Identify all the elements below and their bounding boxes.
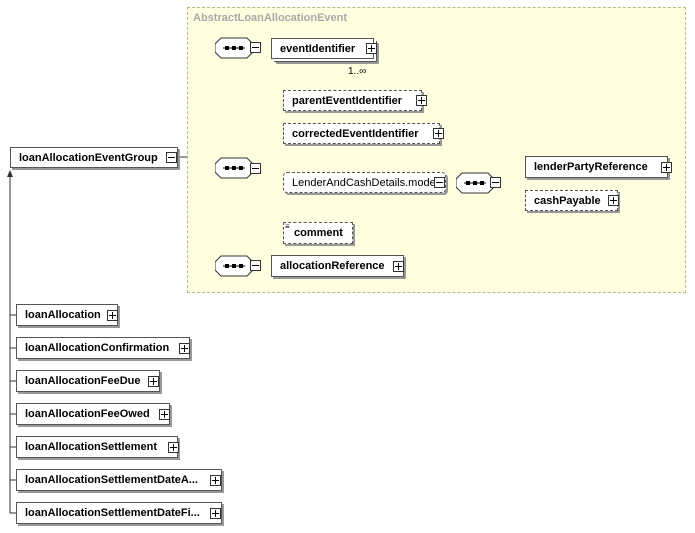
element-label: comment (294, 227, 343, 239)
expand-icon[interactable] (661, 162, 672, 173)
derived-element[interactable]: loanAllocation (16, 304, 118, 326)
multiplicity-label: 1..∞ (348, 66, 367, 77)
element-label: loanAllocationSettlementDateFi... (25, 507, 200, 519)
annotation-icon: ≡ (285, 222, 290, 231)
expand-icon[interactable] (107, 310, 118, 321)
sequence-icon (215, 255, 254, 277)
collapse-icon[interactable] (166, 152, 177, 163)
element-label: eventIdentifier (280, 42, 356, 55)
abstract-group-box (187, 7, 686, 293)
element-label: cashPayable (534, 194, 601, 207)
element-label: loanAllocationConfirmation (25, 342, 170, 354)
collapse-icon[interactable] (490, 177, 501, 188)
sequence-icon (215, 157, 254, 179)
element-lender-party-reference[interactable]: lenderPartyReference (525, 156, 668, 178)
derived-element[interactable]: loanAllocationFeeOwed (16, 403, 170, 425)
collapse-icon[interactable] (250, 163, 261, 174)
sequence-compositor[interactable] (456, 172, 503, 194)
root-element[interactable]: loanAllocationEventGroup (10, 147, 178, 168)
expand-icon[interactable] (148, 376, 159, 387)
element-label: loanAllocation (25, 309, 101, 321)
sequence-compositor[interactable] (215, 255, 262, 277)
element-label: LenderAndCashDetails.model (292, 176, 439, 189)
sequence-icon (456, 172, 495, 194)
element-corrected-event-identifier[interactable]: correctedEventIdentifier (283, 123, 440, 144)
element-label: parentEventIdentifier (292, 94, 403, 107)
derived-element[interactable]: loanAllocationSettlementDateFi... (16, 502, 222, 524)
element-label: allocationReference (280, 260, 385, 272)
expand-icon[interactable] (168, 442, 179, 453)
expand-icon[interactable] (179, 343, 190, 354)
model-group-lender-cash-details[interactable]: LenderAndCashDetails.model (283, 172, 446, 193)
expand-icon[interactable] (210, 508, 221, 519)
sequence-compositor[interactable] (215, 157, 262, 179)
expand-icon[interactable] (416, 95, 427, 106)
element-comment[interactable]: comment (283, 222, 353, 244)
derived-element[interactable]: loanAllocationConfirmation (16, 337, 190, 359)
element-parent-event-identifier[interactable]: parentEventIdentifier (283, 90, 422, 111)
expand-icon[interactable] (210, 475, 221, 486)
expand-icon[interactable] (608, 195, 619, 206)
element-allocation-reference[interactable]: allocationReference (271, 255, 404, 277)
element-label: loanAllocationSettlementDateA... (25, 474, 198, 486)
collapse-icon[interactable] (434, 177, 445, 188)
expand-icon[interactable] (433, 128, 444, 139)
element-label: loanAllocationSettlement (25, 441, 158, 453)
expand-icon[interactable] (393, 261, 404, 272)
expand-icon[interactable] (366, 43, 377, 54)
element-cash-payable[interactable]: cashPayable (525, 190, 618, 211)
derived-element[interactable]: loanAllocationFeeDue (16, 370, 160, 392)
expand-icon[interactable] (159, 409, 170, 420)
element-label: loanAllocationFeeDue (25, 375, 141, 387)
collapse-icon[interactable] (250, 42, 261, 53)
collapse-icon[interactable] (250, 260, 261, 271)
element-label: loanAllocationFeeOwed (25, 408, 150, 420)
element-label: lenderPartyReference (534, 161, 648, 173)
element-event-identifier[interactable]: eventIdentifier (271, 38, 374, 59)
root-element-label: loanAllocationEventGroup (19, 151, 158, 164)
sequence-icon (215, 37, 254, 59)
group-title: AbstractLoanAllocationEvent (193, 12, 348, 24)
derived-element[interactable]: loanAllocationSettlementDateA... (16, 469, 222, 491)
derived-element[interactable]: loanAllocationSettlement (16, 436, 178, 458)
element-label: correctedEventIdentifier (292, 127, 419, 140)
sequence-compositor[interactable] (215, 37, 262, 59)
